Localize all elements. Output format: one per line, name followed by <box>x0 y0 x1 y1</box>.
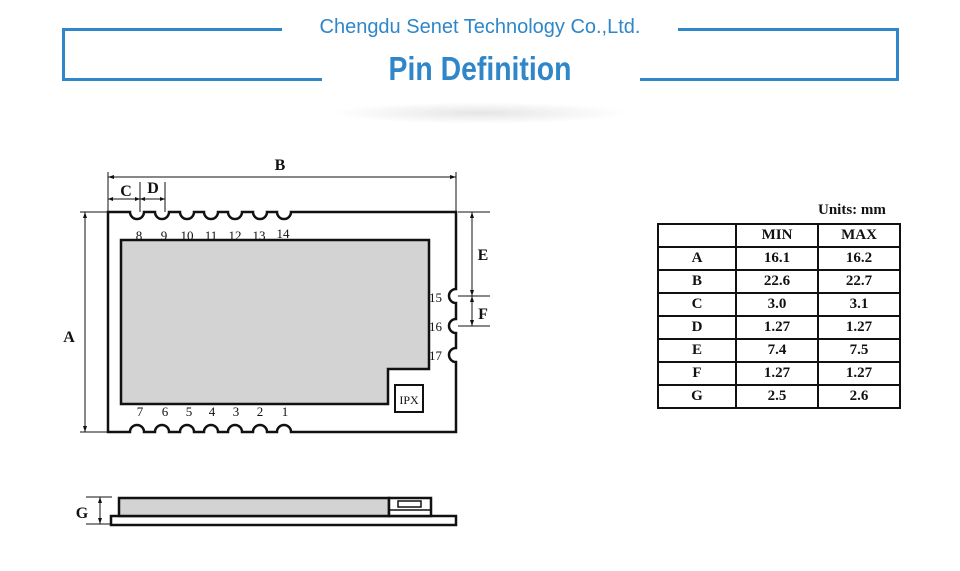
ipx-label: IPX <box>399 393 419 407</box>
table-cell-max: 1.27 <box>817 361 901 386</box>
table-cell-max: 3.1 <box>817 292 901 317</box>
header-frame-bottom-left <box>62 78 322 81</box>
pin-label-12: 12 <box>229 228 242 243</box>
pin-label-15: 15 <box>429 290 442 305</box>
table-header-cell: MAX <box>817 223 901 248</box>
pin-label-3: 3 <box>233 404 240 419</box>
table-header-cell <box>657 223 737 248</box>
table-row: G 2.5 2.6 <box>657 384 901 409</box>
table-cell-min: 2.5 <box>735 384 819 409</box>
shield-can <box>119 238 431 406</box>
table-row: A 16.1 16.2 <box>657 246 901 271</box>
table-header-cell: MIN <box>735 223 819 248</box>
pin-label-14: 14 <box>277 226 291 241</box>
table-header-row: MIN MAX <box>657 223 901 248</box>
pin-label-11: 11 <box>205 228 218 243</box>
dim-label-g: G <box>76 505 89 522</box>
header-frame-left <box>62 28 65 81</box>
table-cell-max: 1.27 <box>817 315 901 340</box>
pin-label-1: 1 <box>282 404 289 419</box>
side-view-ipx-top <box>397 500 422 508</box>
side-view-pcb <box>109 514 458 527</box>
title-shadow <box>330 102 630 124</box>
table-cell-max: 2.6 <box>817 384 901 409</box>
pin-label-10: 10 <box>181 228 194 243</box>
pin-label-5: 5 <box>186 404 193 419</box>
pin-label-8: 8 <box>136 228 143 243</box>
dim-label-f: F <box>478 306 488 323</box>
table-cell-param: G <box>657 384 737 409</box>
dim-label-d: D <box>147 180 159 197</box>
table-row: D 1.27 1.27 <box>657 315 901 340</box>
pin-label-9: 9 <box>161 228 168 243</box>
table-cell-param: F <box>657 361 737 386</box>
pin-label-4: 4 <box>209 404 216 419</box>
dim-label-a: A <box>63 329 75 346</box>
header-frame-bottom-right <box>640 78 899 81</box>
header-frame-top-left <box>62 28 282 31</box>
company-name: Chengdu Senet Technology Co.,Ltd. <box>0 16 960 39</box>
table-cell-param: C <box>657 292 737 317</box>
table-cell-min: 22.6 <box>735 269 819 294</box>
table-cell-min: 3.0 <box>735 292 819 317</box>
side-view-shield <box>117 496 391 518</box>
table-cell-min: 1.27 <box>735 361 819 386</box>
table-row: F 1.27 1.27 <box>657 361 901 386</box>
table-cell-min: 1.27 <box>735 315 819 340</box>
table-cell-min: 7.4 <box>735 338 819 363</box>
dim-label-c: C <box>120 183 132 200</box>
table-cell-min: 16.1 <box>735 246 819 271</box>
table-cell-param: D <box>657 315 737 340</box>
table-cell-param: E <box>657 338 737 363</box>
pin-label-17: 17 <box>429 348 443 363</box>
table-row: B 22.6 22.7 <box>657 269 901 294</box>
header-frame-top-right <box>678 28 899 31</box>
pin-label-6: 6 <box>162 404 169 419</box>
table-cell-max: 16.2 <box>817 246 901 271</box>
page-title: Pin Definition <box>388 50 572 87</box>
table-row: E 7.4 7.5 <box>657 338 901 363</box>
table-cell-param: A <box>657 246 737 271</box>
pin-label-2: 2 <box>257 404 264 419</box>
table-cell-max: 22.7 <box>817 269 901 294</box>
ipx-connector <box>394 384 424 413</box>
table-cell-max: 7.5 <box>817 338 901 363</box>
dimension-table: MIN MAX A 16.1 16.2 B 22.6 22.7 C 3.0 3.… <box>657 223 901 409</box>
dim-label-e: E <box>478 247 489 264</box>
units-label: Units: mm <box>818 202 886 218</box>
table-cell-param: B <box>657 269 737 294</box>
table-row: C 3.0 3.1 <box>657 292 901 317</box>
pin-label-16: 16 <box>429 319 443 334</box>
pin-label-13: 13 <box>253 228 266 243</box>
dim-label-b: B <box>275 157 286 174</box>
pin-label-7: 7 <box>137 404 144 419</box>
header-frame-right <box>896 28 899 81</box>
